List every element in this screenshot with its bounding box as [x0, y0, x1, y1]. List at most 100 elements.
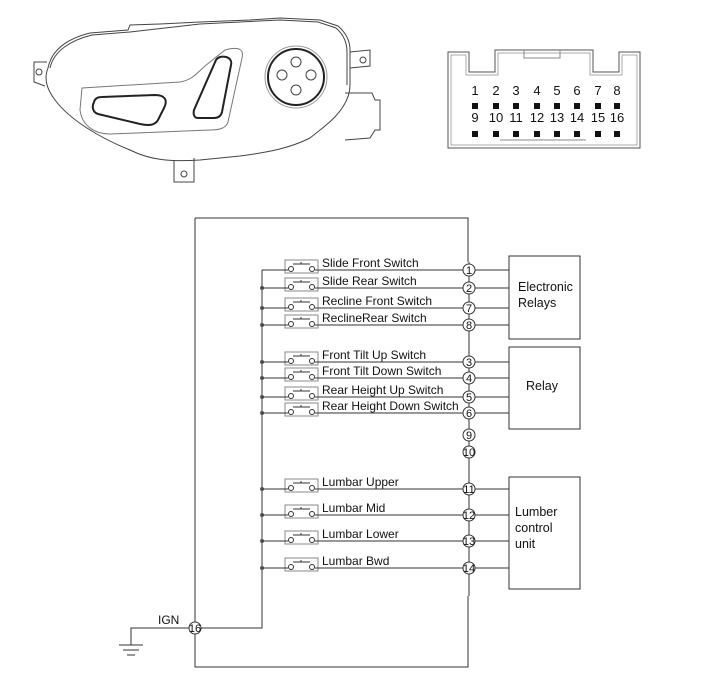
connector-pin-number: 13 — [550, 110, 564, 125]
pin-circle — [462, 355, 476, 369]
switch-symbol — [262, 259, 320, 274]
pin-circle — [462, 301, 476, 315]
lumbar-knob — [267, 48, 325, 106]
connector-pin-15: 15 — [591, 110, 605, 137]
slide-button — [91, 93, 167, 126]
switch-symbol — [262, 557, 320, 572]
pin-circle — [462, 534, 476, 548]
switch-symbol — [262, 367, 320, 382]
seat-switch-illustration — [33, 17, 381, 183]
connector-pin-terminal — [614, 131, 620, 137]
connector-pin-9: 9 — [471, 110, 479, 137]
connector-pin-number: 15 — [591, 110, 605, 125]
switch-symbol — [262, 277, 320, 292]
switch-label: Lumbar Lower — [322, 527, 399, 541]
switch-label: Lumbar Mid — [322, 501, 385, 515]
pin-number: 13 — [463, 536, 475, 548]
pin-circle — [462, 263, 476, 277]
connector-pin-terminal — [574, 131, 580, 137]
outer-frame-bottom — [194, 218, 469, 668]
pin-number: 8 — [466, 320, 472, 332]
connector-pin-terminal — [513, 103, 519, 109]
connector-pin-1: 1 — [471, 83, 479, 109]
pin-number: 11 — [463, 484, 474, 496]
connector-pin-number: 14 — [570, 110, 584, 125]
unused-pins: 910 — [462, 428, 476, 459]
switch-label: Rear Height Down Switch — [322, 399, 459, 413]
connector-pin-number: 9 — [471, 110, 478, 125]
pin-circle — [462, 482, 476, 496]
pin-number: 7 — [466, 303, 472, 315]
switch-row: Slide Front Switch 1 — [262, 256, 509, 277]
connector-pin-14: 14 — [570, 110, 584, 137]
switch-label: Front Tilt Up Switch — [322, 348, 426, 362]
pin-10: 10 — [462, 445, 476, 459]
switch-symbol — [262, 504, 320, 519]
switch-row: Lumbar Lower 13 — [260, 527, 509, 548]
pin-circle — [462, 371, 476, 385]
ground-wire — [130, 627, 189, 645]
connector-pin-4: 4 — [533, 83, 541, 109]
connector-pin-10: 10 — [489, 110, 503, 137]
switch-symbol — [262, 402, 320, 417]
connector-pin-5: 5 — [553, 83, 561, 109]
connector-pin-number: 12 — [530, 110, 544, 125]
connector-pin-terminal — [595, 103, 601, 109]
connector-pin-number: 5 — [553, 83, 560, 98]
mounting-tab-right — [349, 49, 371, 69]
pin-circle — [462, 406, 476, 420]
electronic-relays-line2: Relays — [518, 296, 556, 310]
connector-pin-terminal — [534, 131, 540, 137]
connector-pin-3: 3 — [512, 83, 520, 109]
pin-circle — [462, 561, 476, 575]
pin-number: 2 — [466, 283, 472, 295]
outer-frame — [195, 217, 469, 262]
switch-symbol — [262, 351, 320, 366]
connector-pin-terminal — [554, 131, 560, 137]
slide-knob — [79, 47, 243, 135]
electronic-relays-box: Electronic Relays — [508, 255, 581, 340]
connector-pin-number: 16 — [610, 110, 624, 125]
connector-pin-terminal — [513, 131, 519, 137]
pin-circle — [462, 318, 476, 332]
connector-pin-terminal — [493, 131, 499, 137]
connector-pin-13: 13 — [550, 110, 564, 137]
recline-button — [192, 55, 233, 119]
connector-pin-terminal — [534, 103, 540, 109]
connector-pin-11: 11 — [509, 110, 523, 137]
switch-label: ReclineRear Switch — [322, 311, 427, 325]
connector-pin-6: 6 — [573, 83, 581, 109]
connector-pin-8: 8 — [613, 83, 621, 109]
pin-number: 1 — [466, 265, 472, 277]
electronic-relays-line1: Electronic — [518, 280, 573, 294]
ground-symbol — [119, 644, 143, 656]
relay-box: Relay — [508, 346, 581, 430]
connector-pin-number: 2 — [492, 83, 499, 98]
lumber-line3: unit — [515, 537, 536, 551]
pin-number: 14 — [463, 563, 475, 575]
pin-number: 9 — [466, 430, 472, 442]
connector-pin-terminal — [554, 103, 560, 109]
switch-label: Recline Front Switch — [322, 294, 432, 308]
pin-16-label: 16 — [189, 623, 201, 635]
pin-number: 12 — [463, 510, 475, 522]
switch-symbol — [262, 478, 320, 493]
switch-label: Slide Front Switch — [322, 256, 419, 270]
mounting-tab-left — [33, 61, 47, 87]
pin-circle — [462, 390, 476, 404]
lumber-control-box: Lumber control unit — [508, 476, 581, 590]
switch-row: ReclineRear Switch 8 — [260, 311, 509, 332]
pin-number: 4 — [466, 373, 472, 385]
connector-pin-number: 3 — [512, 83, 519, 98]
pin-number: 10 — [463, 447, 475, 459]
connector-pin-12: 12 — [530, 110, 544, 137]
connector-pin-number: 10 — [489, 110, 503, 125]
